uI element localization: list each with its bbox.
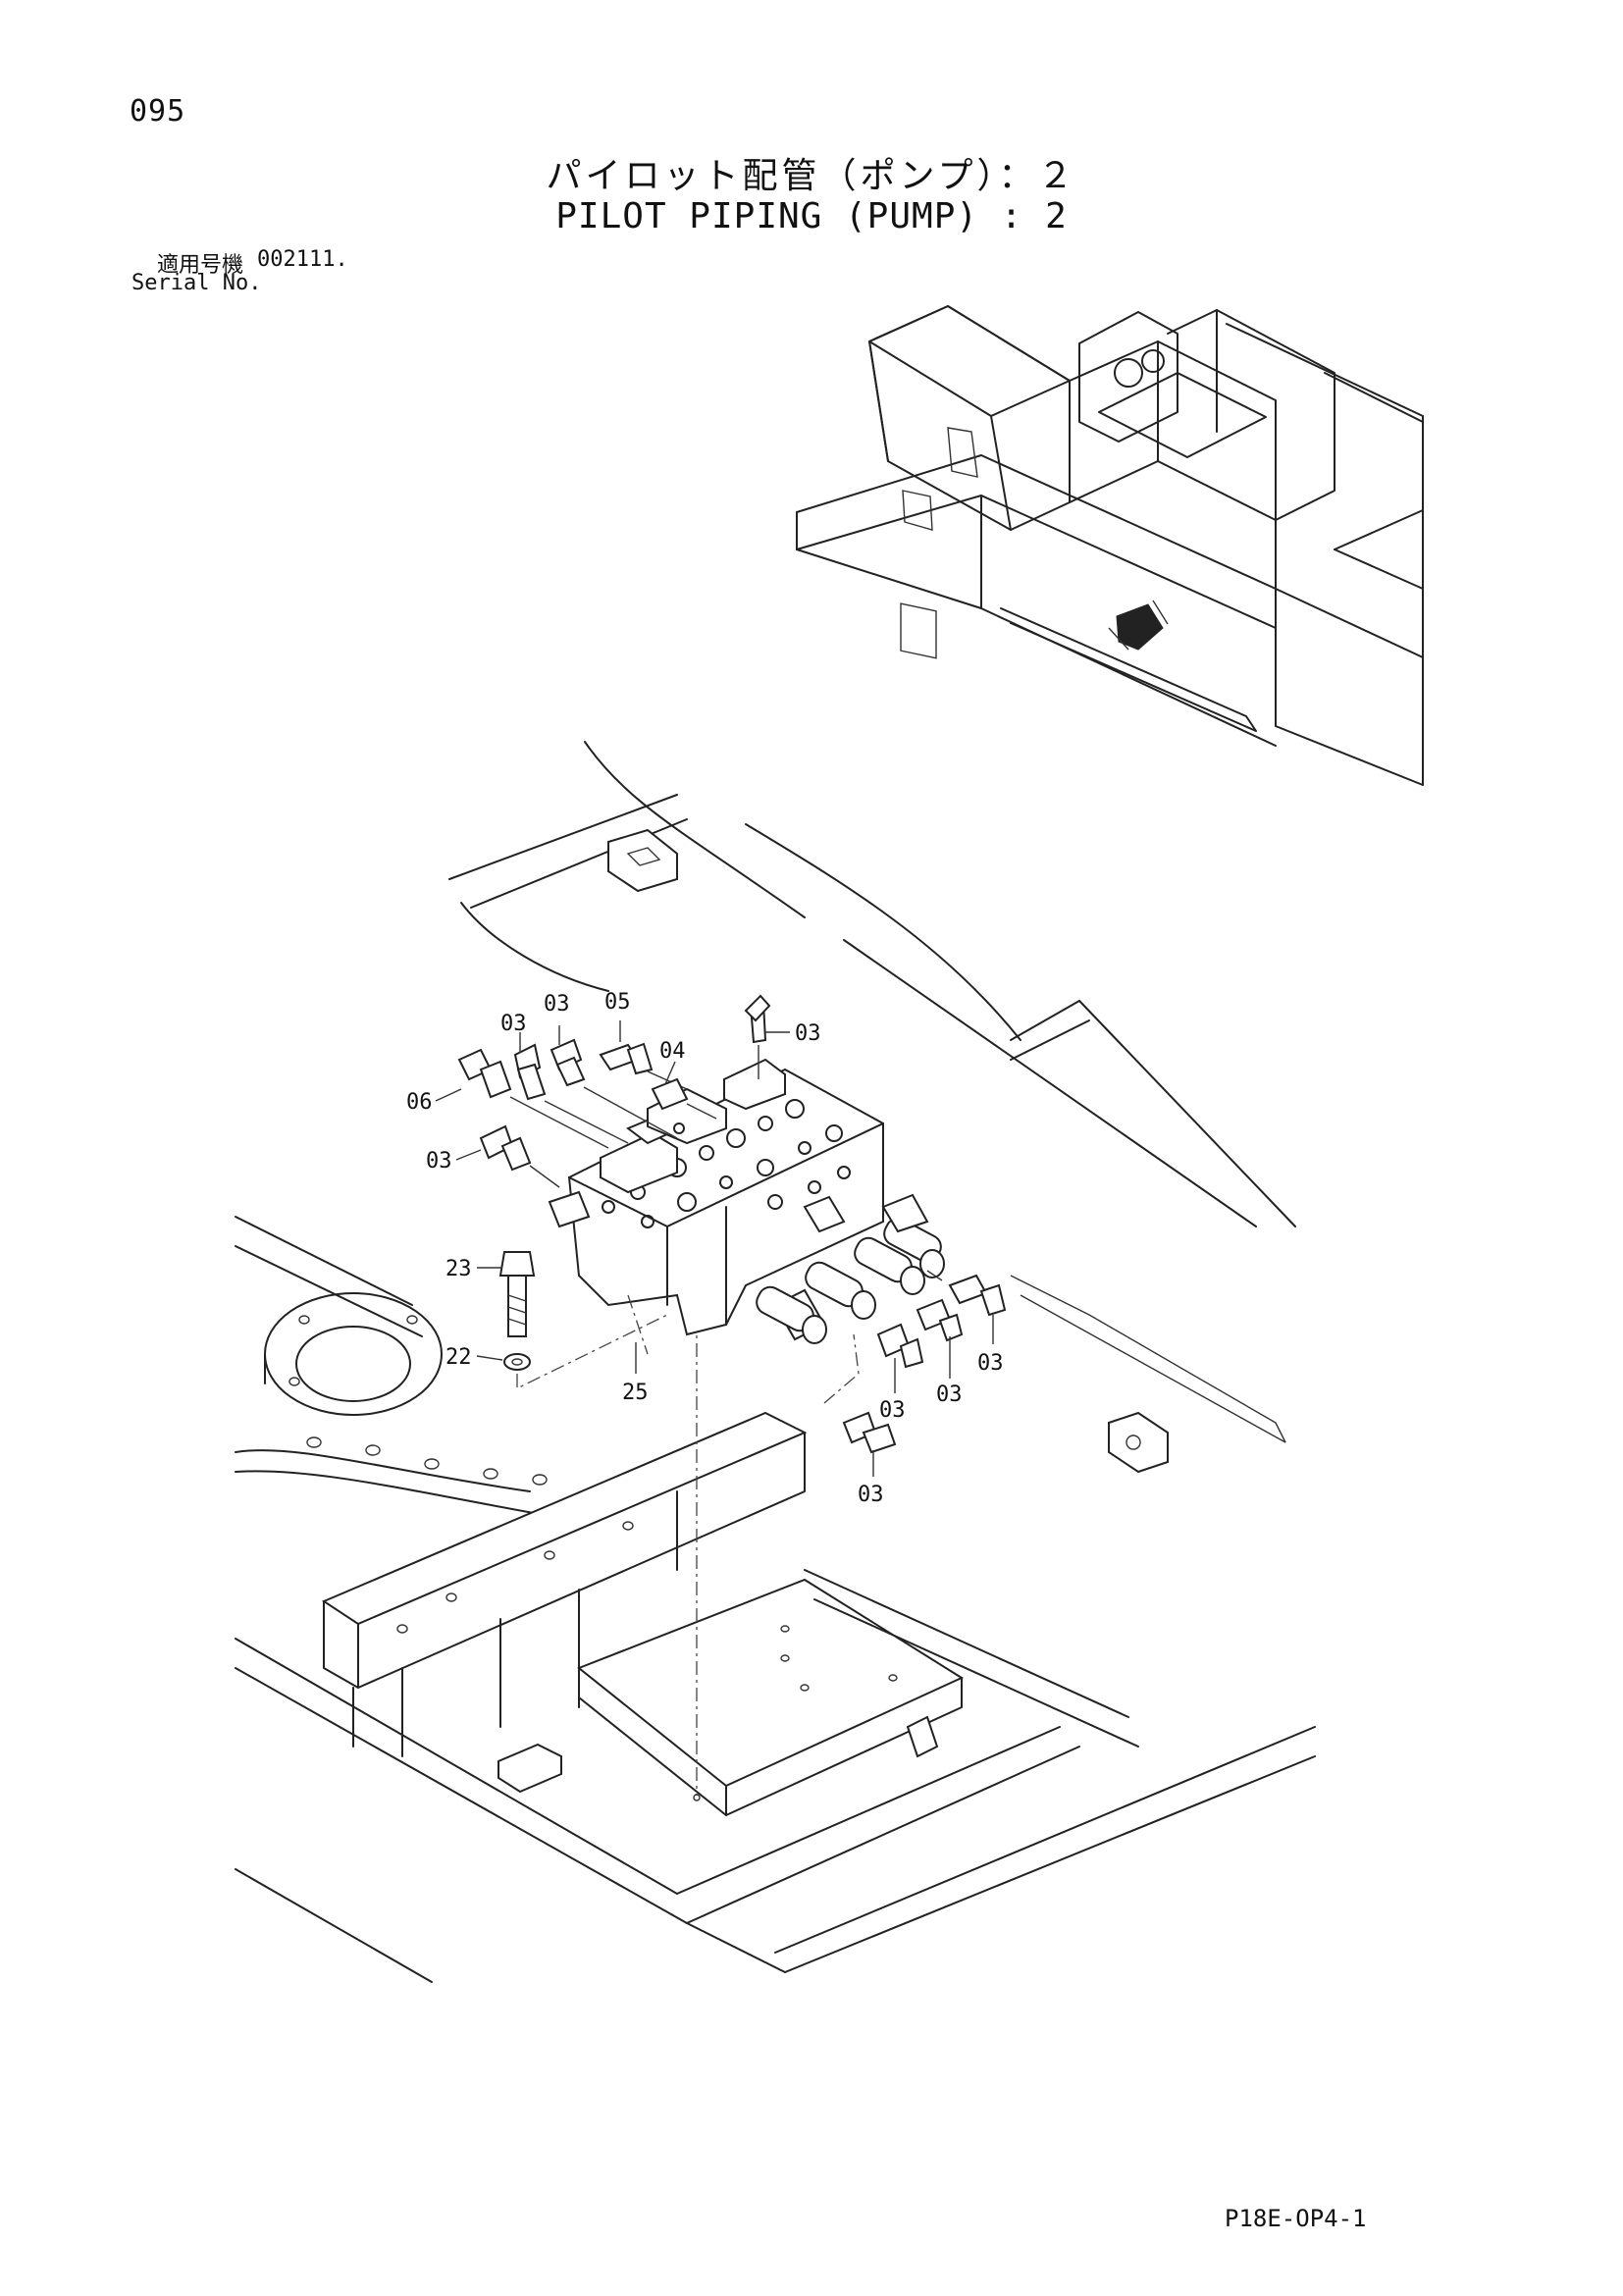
- callout-06: 06: [406, 1090, 433, 1115]
- serial-label-jp: 適用号機: [157, 253, 244, 278]
- serial-label-en: Serial No.: [131, 271, 262, 295]
- solenoid-valves: [756, 1193, 945, 1344]
- page-title-jp: パイロット配管（ポンプ）：２: [546, 156, 1077, 196]
- callout-labels: 03 03 05 04 03 06 03 23 22 25 03 03 03 0…: [406, 990, 1004, 1507]
- drawing-code: P18E-OP4-1: [1225, 2205, 1367, 2232]
- callout-03: 03: [500, 1012, 527, 1036]
- callout-04: 04: [659, 1039, 686, 1064]
- callout-25: 25: [622, 1381, 649, 1405]
- callout-03: 03: [858, 1483, 884, 1507]
- upper-frame-outline: [235, 741, 1316, 1983]
- serial-value: 002111.: [257, 247, 348, 272]
- callout-leaders: [435, 1020, 994, 1477]
- callout-23: 23: [445, 1257, 472, 1281]
- fittings: [457, 994, 1007, 1454]
- callout-05: 05: [604, 990, 631, 1015]
- machine-locator-view: [796, 305, 1424, 786]
- page-number: 095: [130, 94, 186, 129]
- callout-03: 03: [544, 992, 570, 1017]
- callout-22: 22: [445, 1345, 472, 1370]
- page-title-en: PILOT PIPING (PUMP) : 2: [555, 196, 1068, 236]
- callout-03: 03: [977, 1351, 1004, 1376]
- callout-03: 03: [936, 1383, 963, 1407]
- callout-03: 03: [879, 1398, 906, 1423]
- callout-03: 03: [426, 1149, 452, 1174]
- control-valve-assembly: [548, 1058, 945, 1344]
- callout-03: 03: [795, 1021, 821, 1046]
